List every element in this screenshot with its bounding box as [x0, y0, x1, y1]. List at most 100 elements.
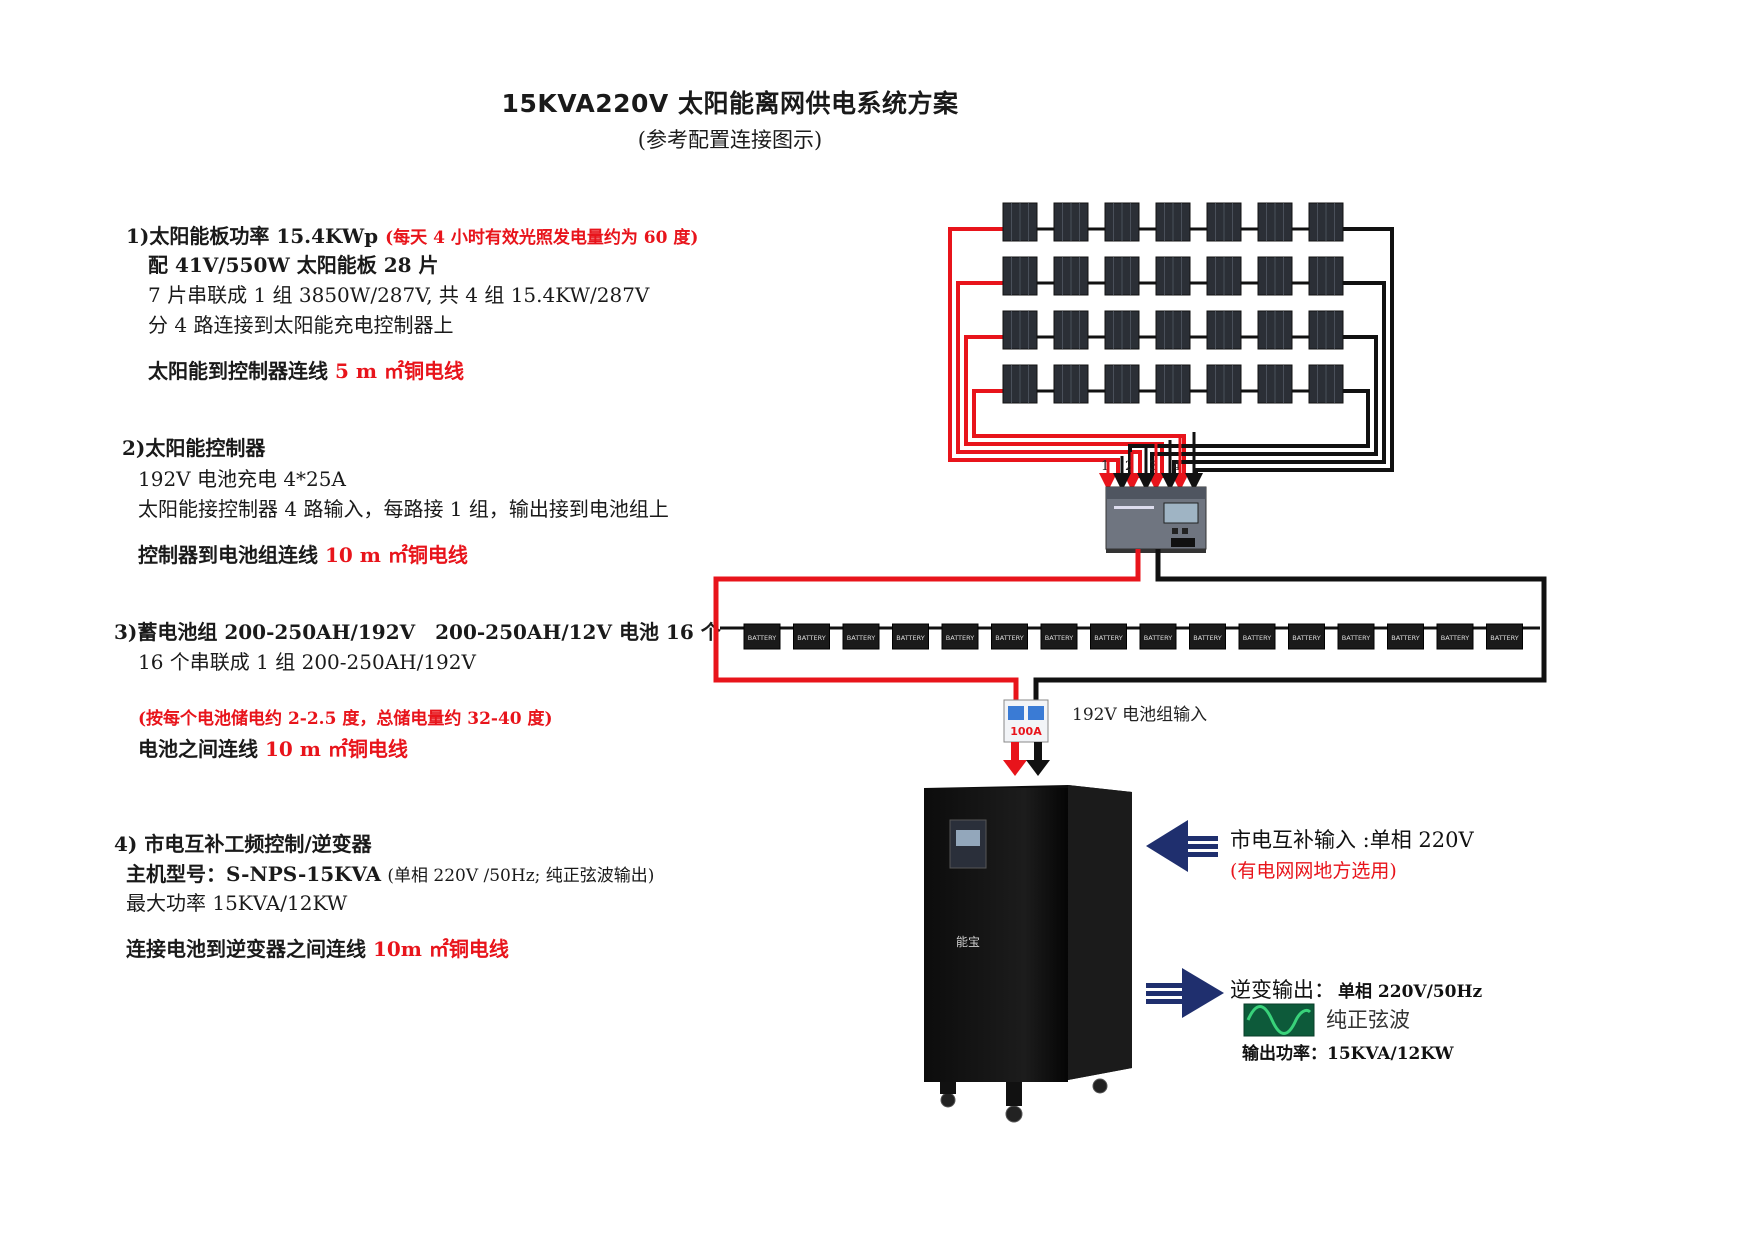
string-numbers: 1 2 3 4: [1101, 459, 1181, 474]
section2-line2: 太阳能接控制器 4 路输入，每路接 1 组，输出接到电池组上: [138, 497, 669, 521]
solar-panel: [1257, 310, 1293, 350]
solar-panel: [1155, 202, 1191, 242]
solar-panel: [1104, 364, 1140, 404]
battery-label: BATTERY: [896, 634, 924, 642]
solar-panel: [1308, 202, 1344, 242]
battery: BATTERY: [793, 623, 830, 650]
page-title: 15KVA220V 太阳能离网供电系统方案: [501, 89, 959, 118]
page-subtitle: (参考配置连接图示): [637, 128, 823, 152]
section1-line3: 分 4 路连接到太阳能充电控制器上: [148, 313, 454, 337]
battery: BATTERY: [1238, 623, 1276, 650]
inverter-cabinet: 能宝: [924, 785, 1132, 1123]
battery: BATTERY: [1486, 623, 1523, 650]
output-label: 逆变输出：: [1230, 978, 1335, 1002]
section3-wire-label: 电池之间连线: [138, 737, 258, 761]
battery: BATTERY: [842, 623, 880, 650]
solar-panel: [1206, 202, 1242, 242]
solar-panel: [1257, 202, 1293, 242]
solar-panel: [1308, 364, 1344, 404]
solar-panel: [1155, 256, 1191, 296]
section4-wire-spec: 10m ㎡铜电线: [372, 937, 509, 961]
charge-controller: [1105, 486, 1207, 553]
grid-input-label: 市电互补输入 :单相 220V: [1230, 828, 1475, 852]
section4-line1: 最大功率 15KVA/12KW: [126, 891, 348, 915]
section1-wire-label: 太阳能到控制器连线: [148, 359, 328, 383]
battery-label: BATTERY: [1094, 634, 1122, 642]
battery: BATTERY: [892, 623, 929, 650]
breaker-label: 100A: [1010, 725, 1042, 738]
section3-wire-spec: 10 m ㎡铜电线: [264, 737, 408, 761]
battery: BATTERY: [1139, 623, 1177, 650]
section4-wire: 连接电池到逆变器之间连线 10m ㎡铜电线: [126, 933, 509, 962]
output-arrow: [1146, 968, 1224, 1018]
string-number-4: 4: [1173, 459, 1181, 474]
string-number-2: 2: [1125, 459, 1133, 474]
battery-label: BATTERY: [1292, 634, 1320, 642]
sine-wave-icon: [1243, 1003, 1315, 1037]
solar-panel: [1002, 364, 1038, 404]
section1-heading-text: 1)太阳能板功率 15.4KWp: [126, 224, 379, 248]
solar-panel: [1104, 202, 1140, 242]
battery-label: BATTERY: [1144, 634, 1172, 642]
solar-panel: [1053, 364, 1089, 404]
output-power: 输出功率：15KVA/12KW: [1242, 1043, 1455, 1064]
solar-panel: [1002, 256, 1038, 296]
battery-label: BATTERY: [847, 634, 875, 642]
section1-heading: 1)太阳能板功率 15.4KWp (每天 4 小时有效光照发电量约为 60 度): [126, 220, 698, 249]
solar-panel: [1308, 310, 1344, 350]
battery-label: BATTERY: [1441, 634, 1469, 642]
section1-line2: 7 片串联成 1 组 3850W/287V, 共 4 组 15.4KW/287V: [148, 283, 650, 307]
solar-panel: [1053, 256, 1089, 296]
solar-panel: [1002, 310, 1038, 350]
controller-input-arrows: [1099, 432, 1203, 491]
solar-panel: [1206, 364, 1242, 404]
solar-panel: [1002, 202, 1038, 242]
battery-label: BATTERY: [1490, 634, 1518, 642]
battery-input-label: 192V 电池组输入: [1072, 705, 1207, 725]
grid-input-note: (有电网网地方选用): [1230, 860, 1397, 882]
solar-panel: [1053, 202, 1089, 242]
string-number-1: 1: [1101, 459, 1109, 474]
section2-wire-spec: 10 m ㎡铜电线: [324, 543, 468, 567]
section2-heading: 2)太阳能控制器: [122, 436, 266, 460]
battery-label: BATTERY: [995, 634, 1023, 642]
section2-wire: 控制器到电池组连线 10 m ㎡铜电线: [138, 539, 468, 568]
solar-panel: [1257, 364, 1293, 404]
battery: BATTERY: [743, 623, 781, 650]
string-number-3: 3: [1149, 459, 1157, 474]
battery-label: BATTERY: [1391, 634, 1419, 642]
controller-display: [1163, 502, 1199, 524]
solar-panel: [1155, 310, 1191, 350]
battery: BATTERY: [991, 623, 1028, 650]
solar-panel: [1206, 256, 1242, 296]
output-spec: 单相 220V/50Hz: [1338, 981, 1483, 1002]
solar-wiring: [948, 227, 1394, 478]
section1-line1: 配 41V/550W 太阳能板 28 片: [148, 253, 439, 277]
section4-heading: 4) 市电互补工频控制/逆变器: [114, 832, 372, 856]
battery-label: BATTERY: [1342, 634, 1370, 642]
inverter-input-arrows: [1003, 742, 1050, 776]
solar-array: [1002, 202, 1344, 404]
grid-input-arrow: [1146, 820, 1218, 872]
battery: BATTERY: [1288, 623, 1325, 650]
section4-model-label: 主机型号：S-NPS-15KVA: [126, 862, 381, 886]
inverter-display: [956, 830, 980, 846]
battery: BATTERY: [1189, 623, 1226, 650]
solar-panel: [1206, 310, 1242, 350]
solar-panel: [1257, 256, 1293, 296]
section2-line1: 192V 电池充电 4*25A: [138, 467, 346, 491]
solar-panel: [1104, 256, 1140, 296]
section1-wire: 太阳能到控制器连线 5 m ㎡铜电线: [148, 355, 464, 384]
battery: BATTERY: [941, 623, 979, 650]
section3-line1: 16 个串联成 1 组 200-250AH/192V: [138, 650, 476, 674]
battery: BATTERY: [1040, 623, 1078, 650]
battery-bank: BATTERY BATTERY BATTERY BATTERY BATTERY BATTE…: [743, 623, 1523, 650]
battery-label: BATTERY: [1243, 634, 1271, 642]
section1-wire-spec: 5 m ㎡铜电线: [334, 359, 464, 383]
section3-heading: 3)蓄电池组 200-250AH/192V 200-250AH/12V 电池 1…: [114, 620, 721, 644]
battery: BATTERY: [1436, 623, 1474, 650]
breaker-100a: 100A: [1003, 699, 1049, 743]
section2-wire-label: 控制器到电池组连线: [138, 543, 318, 567]
battery: BATTERY: [1387, 623, 1424, 650]
